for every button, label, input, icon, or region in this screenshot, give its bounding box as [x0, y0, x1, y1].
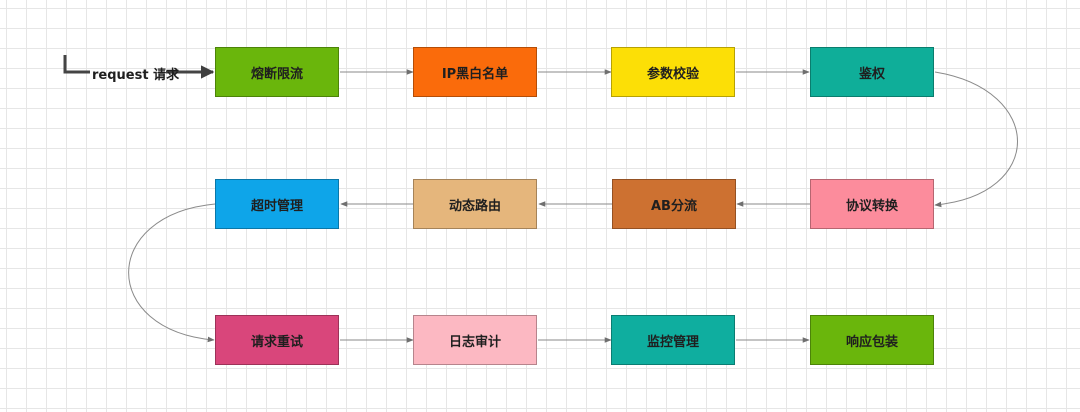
step-timeout-management: 超时管理: [215, 179, 339, 229]
step-ab-split: AB分流: [612, 179, 736, 229]
step-circuit-breaker-rate-limit: 熔断限流: [215, 47, 339, 97]
step-ip-allow-deny-list: IP黑白名单: [413, 47, 537, 97]
request-entry-label: request 请求: [92, 68, 180, 83]
step-authentication: 鉴权: [810, 47, 934, 97]
connector-8-9: [128, 203, 216, 343]
step-protocol-conversion: 协议转换: [810, 179, 934, 229]
step-response-wrapping: 响应包装: [810, 315, 934, 365]
step-log-audit: 日志审计: [413, 315, 537, 365]
step-request-retry: 请求重试: [215, 315, 339, 365]
connector-4-5: [934, 71, 1018, 208]
step-monitoring: 监控管理: [611, 315, 735, 365]
step-parameter-validation: 参数校验: [611, 47, 735, 97]
step-dynamic-routing: 动态路由: [413, 179, 537, 229]
